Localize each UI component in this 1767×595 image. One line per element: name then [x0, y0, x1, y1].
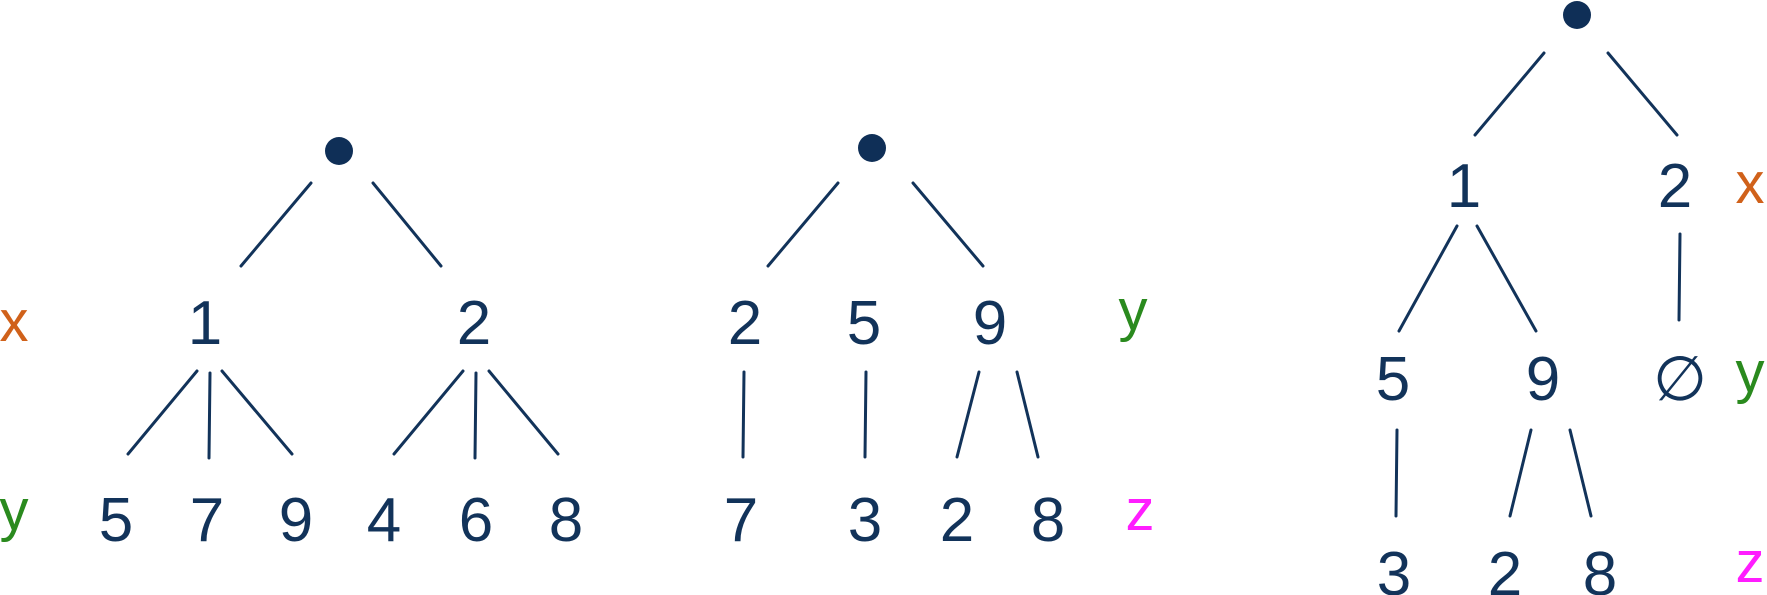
tree-3-level-label-z: z	[1736, 530, 1765, 595]
tree-3-level-label-x: x	[1736, 151, 1765, 216]
tree-3-edge-1-5	[1397, 224, 1459, 333]
tree-2-node-2: 2	[728, 289, 762, 358]
tree-2: 2 5 9 7 3 2 8 y z	[724, 134, 1155, 555]
tree-1: 1 2 5 7 9 4 6 8 x y	[0, 137, 583, 555]
tree-2-edge-5-3	[863, 370, 868, 459]
tree-2-edge-root-9	[911, 181, 985, 268]
tree-3-leaf-2: 2	[1488, 540, 1522, 595]
tree-1-level-label-x: x	[0, 289, 29, 354]
tree-2-node-9: 9	[973, 289, 1007, 358]
tree-3-node-1: 1	[1447, 152, 1481, 221]
tree-1-level-label-y: y	[0, 478, 29, 543]
tree-1-edge-root-1	[239, 181, 313, 268]
tree-2-edge-9-8	[1015, 370, 1040, 459]
tree-2-leaf-3: 3	[848, 486, 882, 555]
tree-1-leaf-9: 9	[279, 486, 313, 555]
tree-2-level-label-y: y	[1119, 278, 1148, 343]
tree-3-edge-root-2	[1606, 51, 1679, 137]
tree-2-edge-9-2	[955, 370, 981, 459]
tree-2-level-label-z: z	[1126, 478, 1155, 543]
tree-1-edge-1-9	[220, 369, 294, 456]
tree-2-root-node	[858, 134, 886, 162]
tree-3-node-2: 2	[1658, 152, 1692, 221]
tree-2-node-5: 5	[847, 289, 881, 358]
tree-3-edge-root-1	[1473, 51, 1546, 137]
tree-3-leaf-8: 8	[1583, 540, 1617, 595]
tree-1-edge-root-2	[371, 181, 443, 268]
tree-3-edge-1-9	[1475, 224, 1538, 333]
tree-3-level-label-y: y	[1736, 340, 1765, 405]
tree-3-node-empty-set: ∅	[1653, 345, 1707, 414]
tree-1-edge-2-6	[473, 371, 478, 460]
tree-1-edge-1-7	[207, 371, 212, 460]
tree-2-leaf-2: 2	[940, 486, 974, 555]
tree-2-leaf-7: 7	[724, 486, 758, 555]
tree-2-edge-2-7	[741, 370, 746, 459]
tree-1-root-node	[325, 137, 353, 165]
tree-1-node-1: 1	[188, 289, 222, 358]
tree-1-leaf-4: 4	[367, 486, 401, 555]
tree-3-root-node	[1563, 1, 1591, 29]
tree-1-node-2: 2	[457, 289, 491, 358]
tree-3-edge-5-3	[1394, 428, 1399, 518]
tree-1-edge-1-5	[126, 369, 199, 456]
tree-1-leaf-7: 7	[190, 486, 224, 555]
tree-1-leaf-6: 6	[459, 486, 493, 555]
tree-3: 1 2 5 9 ∅ 3 2 8 x y z	[1376, 1, 1765, 595]
tree-1-leaf-5: 5	[99, 486, 133, 555]
tree-3-edge-2-empty	[1677, 232, 1682, 322]
tree-3-leaf-3: 3	[1377, 540, 1411, 595]
tree-3-node-5: 5	[1376, 345, 1410, 414]
tree-2-leaf-8: 8	[1031, 486, 1065, 555]
tree-2-edge-root-2	[766, 181, 840, 268]
tree-1-leaf-8: 8	[549, 486, 583, 555]
tree-3-node-9: 9	[1526, 345, 1560, 414]
tree-1-edge-2-4	[392, 369, 465, 456]
tree-3-edge-9-8	[1568, 428, 1593, 518]
tree-1-edge-2-8	[487, 369, 560, 456]
tree-3-edge-9-2	[1508, 428, 1533, 518]
